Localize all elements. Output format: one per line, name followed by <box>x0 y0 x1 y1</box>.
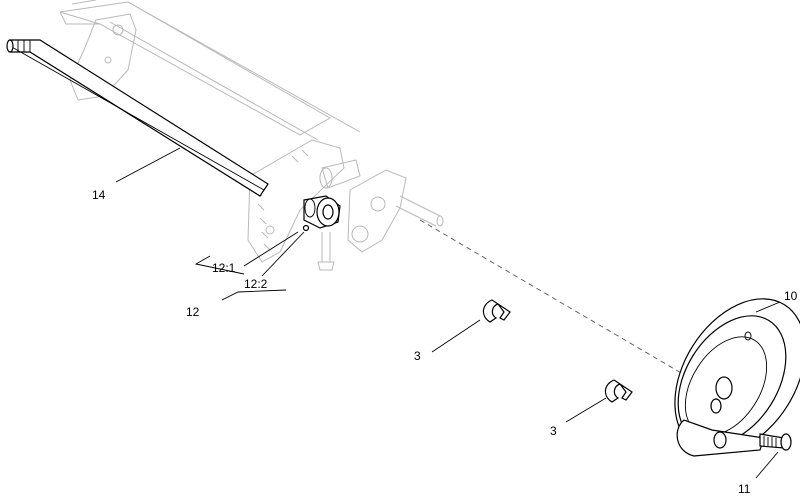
e-clip-upper <box>482 299 511 323</box>
callout-kit: 12 <box>186 305 200 319</box>
bearing-assembly <box>302 195 341 232</box>
callout-clip-lower: 3 <box>550 424 557 438</box>
drive-shaft <box>6 39 269 197</box>
ghost-frame <box>59 0 444 271</box>
assembly-centerline <box>419 219 701 385</box>
e-clip-lower <box>604 379 633 403</box>
callout-shaft: 14 <box>92 188 106 202</box>
callout-kit-part-1: 12:1 <box>212 261 236 275</box>
callout-clip-upper: 3 <box>414 349 421 363</box>
callout-bolt: 11 <box>738 482 751 496</box>
pulley <box>674 298 800 457</box>
callout-kit-part-2: 12:2 <box>244 277 268 291</box>
leader-lines <box>115 147 781 479</box>
callout-pulley: 10 <box>784 289 798 303</box>
bolt <box>759 433 792 451</box>
